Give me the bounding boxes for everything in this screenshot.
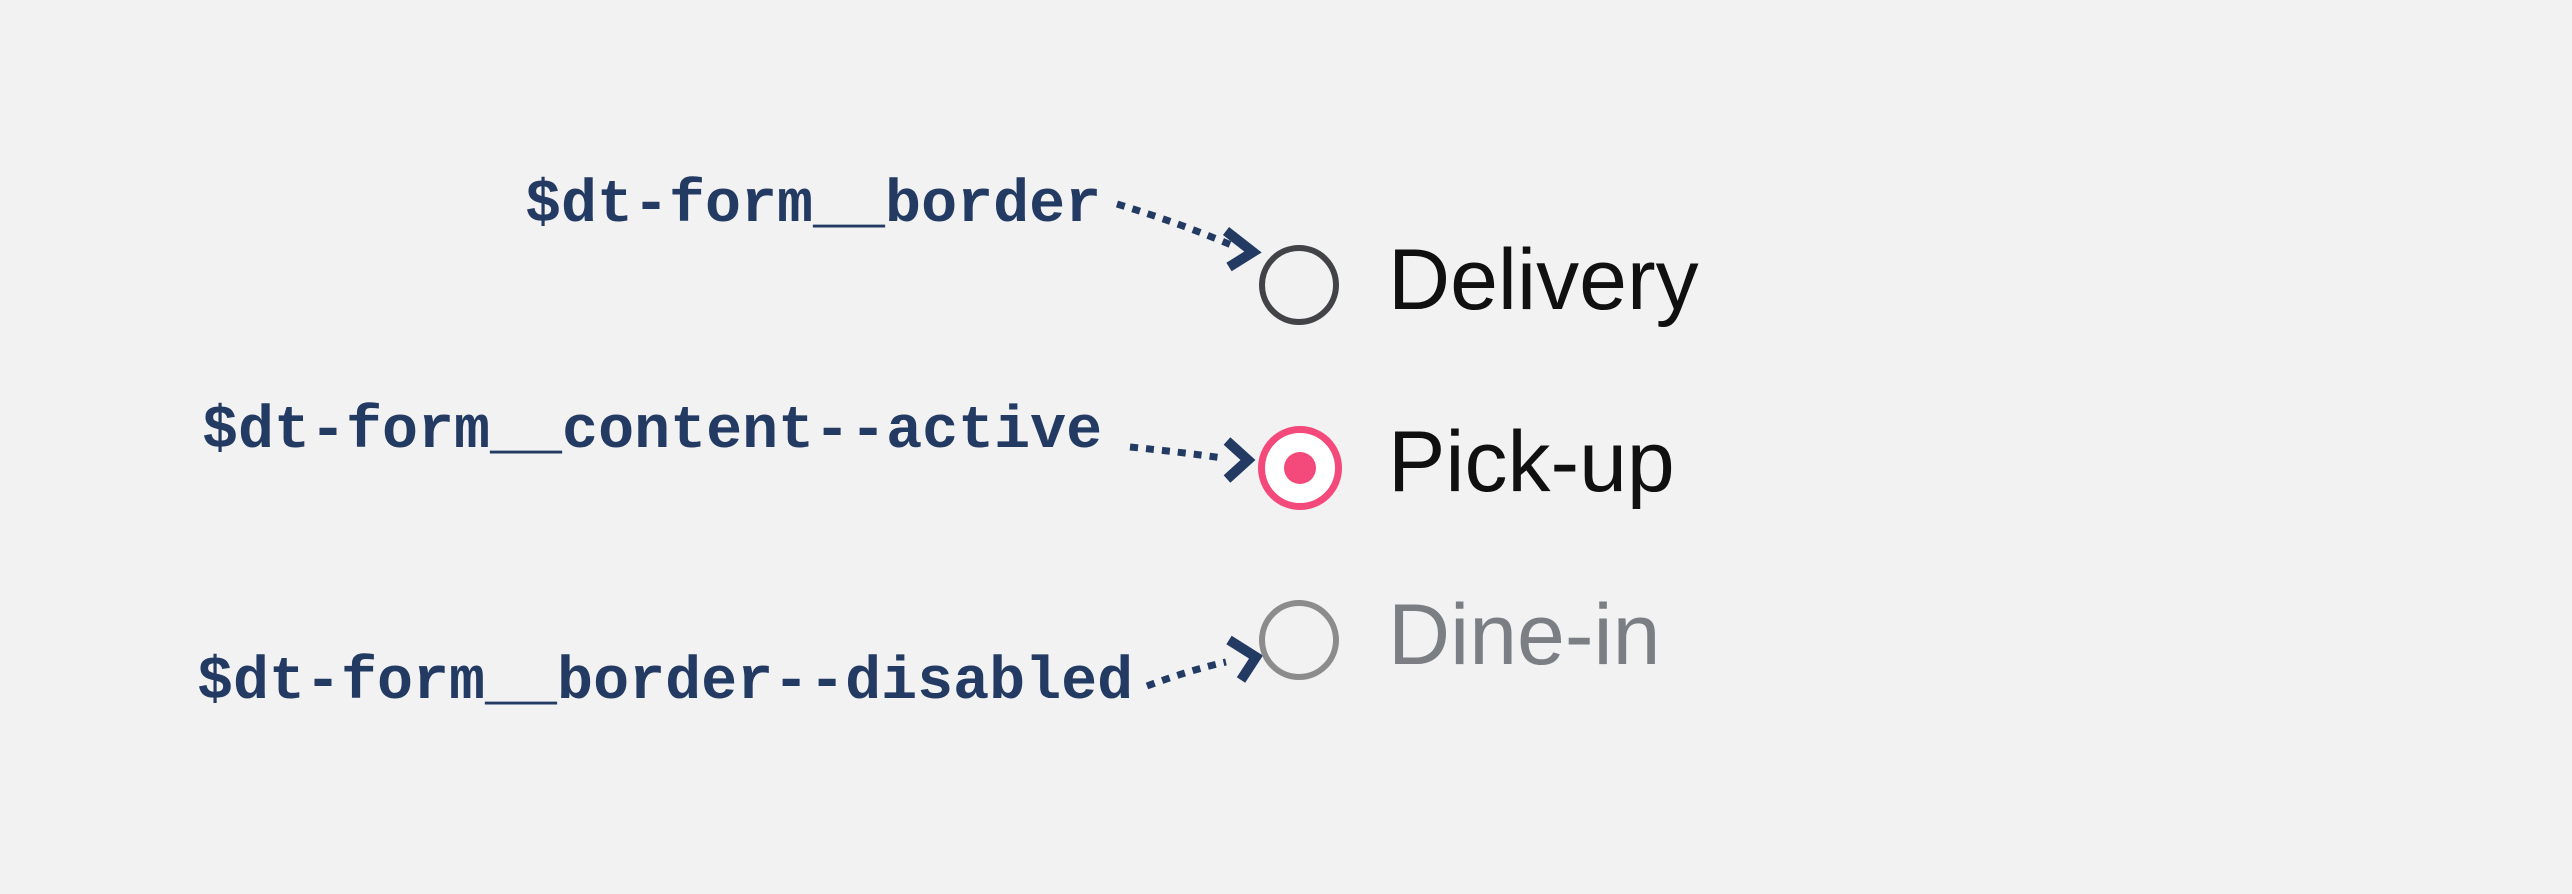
radio-selected-dot (1284, 452, 1316, 484)
radio-dinein-disabled (1259, 600, 1339, 680)
dotted-arrow-icon (1145, 635, 1263, 690)
radio-delivery[interactable] (1259, 245, 1339, 325)
dotted-arrow-icon (1129, 437, 1256, 483)
radio-label-delivery[interactable]: Delivery (1388, 232, 1699, 328)
radio-label-dinein-disabled: Dine-in (1388, 587, 1661, 683)
token-label-form-content-active: $dt-form__content--active (202, 398, 1103, 466)
radio-label-pickup[interactable]: Pick-up (1388, 414, 1675, 510)
token-label-form-border-disabled: $dt-form__border--disabled (197, 649, 1134, 717)
token-label-form-border: $dt-form__border (525, 172, 1102, 240)
dotted-arrow-icon (1115, 200, 1262, 272)
radio-pickup[interactable] (1258, 426, 1342, 510)
